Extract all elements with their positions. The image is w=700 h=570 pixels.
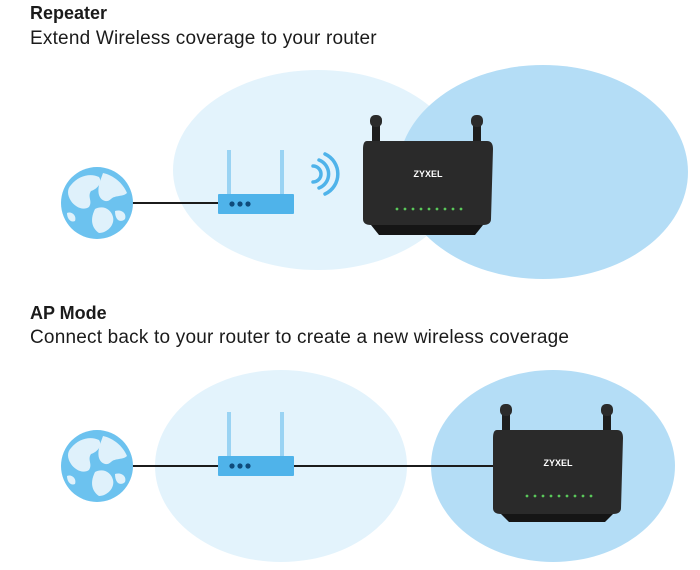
repeater-title: Repeater <box>30 3 108 23</box>
zyxel-router-icon: ZYXEL <box>493 404 623 522</box>
repeater-diagram: ZYXEL <box>61 65 688 279</box>
router-brand-label: ZYXEL <box>543 458 573 468</box>
extender-device-icon <box>218 412 294 476</box>
ap-mode-section: ZYXEL AP Mode Connect back to your route… <box>0 300 700 570</box>
router-brand-label: ZYXEL <box>413 169 443 179</box>
zyxel-router-icon: ZYXEL <box>363 115 493 235</box>
extender-device-icon <box>218 150 294 214</box>
ap-mode-diagram: ZYXEL <box>61 370 675 562</box>
repeater-section: ZYXEL Repeater Extend Wireless coverage … <box>30 3 688 279</box>
wifi-signal-icon <box>311 152 340 196</box>
ap-mode-title: AP Mode <box>30 303 107 323</box>
ap-mode-subtitle: Connect back to your router to create a … <box>30 327 570 348</box>
globe-icon <box>61 430 133 502</box>
repeater-subtitle: Extend Wireless coverage to your router <box>30 28 377 49</box>
globe-icon <box>61 167 133 239</box>
